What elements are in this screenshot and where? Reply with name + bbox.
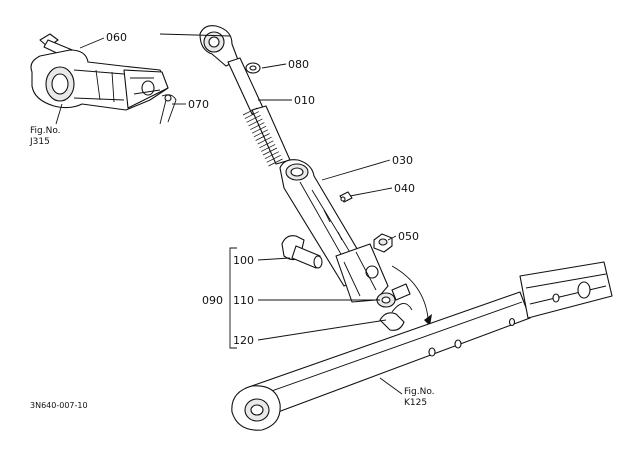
callout-030: 030 <box>392 154 413 167</box>
figure-ref-k125: Fig.No. K125 <box>404 387 435 408</box>
callout-090: 090 <box>202 294 223 307</box>
svg-text:K125: K125 <box>404 398 427 408</box>
cotter-pin-070 <box>159 94 177 125</box>
upper-bracket <box>30 49 169 111</box>
svg-text:J315: J315 <box>29 137 50 147</box>
callout-120: 120 <box>233 334 254 347</box>
clip-120 <box>379 303 413 331</box>
callout-110: 110 <box>233 294 254 307</box>
callout-010: 010 <box>294 94 315 107</box>
grease-fitting-040 <box>339 191 353 203</box>
drawing-code: 3N640-007-10 <box>30 401 88 410</box>
lower-link <box>231 261 613 431</box>
callout-080: 080 <box>288 58 309 71</box>
nut-050 <box>373 233 393 253</box>
leader-lines <box>55 33 403 395</box>
threaded-rod-010 <box>227 57 291 167</box>
washer-080 <box>245 62 261 74</box>
clevis-end <box>335 243 389 303</box>
callout-040: 040 <box>394 182 415 195</box>
callout-100: 100 <box>233 254 254 267</box>
svg-text:Fig.No.: Fig.No. <box>404 387 435 397</box>
pin-110 <box>376 283 411 308</box>
figure-ref-j315: Fig.No. J315 <box>29 126 61 147</box>
top-link-ball-end <box>199 25 239 67</box>
callout-070: 070 <box>188 98 209 111</box>
callout-050: 050 <box>398 230 419 243</box>
svg-text:Fig.No.: Fig.No. <box>30 126 61 136</box>
callout-060: 060 <box>106 31 127 44</box>
group-bracket-090 <box>229 247 237 349</box>
callouts: 060 080 070 010 030 040 050 100 090 110 … <box>106 31 419 347</box>
